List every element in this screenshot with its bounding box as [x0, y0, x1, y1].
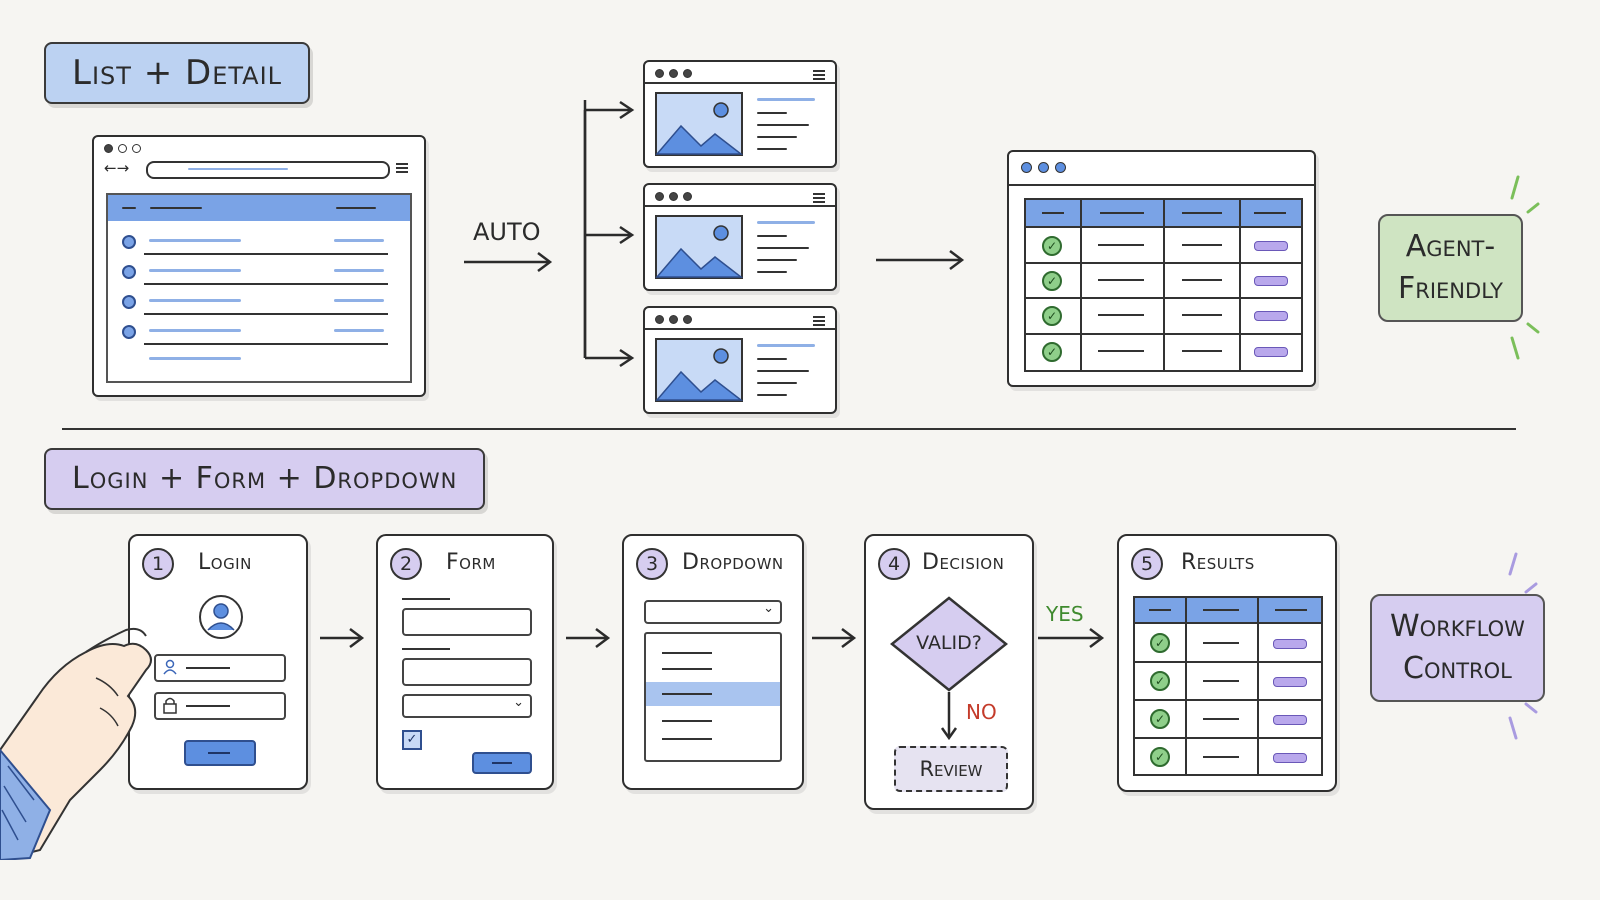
- menu-icon: [396, 163, 408, 165]
- check-icon: ✓: [1042, 271, 1062, 291]
- image-placeholder-icon: [655, 92, 743, 156]
- check-icon: ✓: [1150, 671, 1170, 691]
- user-avatar-icon: [199, 595, 243, 639]
- auto-arrow: [464, 252, 553, 272]
- step-card-login: 1 Login: [128, 534, 308, 790]
- workflow-control-badge: Workflow Control: [1370, 594, 1545, 702]
- decision-question: VALID?: [916, 632, 982, 654]
- dropdown-options-list: [644, 632, 782, 762]
- step-number: 5: [1131, 548, 1163, 580]
- submit-button[interactable]: [472, 752, 532, 774]
- step-card-form: 2 Form ⌄ ✓: [376, 534, 554, 790]
- list-item: [122, 295, 136, 309]
- check-icon: ✓: [1150, 633, 1170, 653]
- no-arrow: [940, 692, 958, 741]
- list-browser-window: ←→: [92, 135, 426, 397]
- flow-arrow: [812, 628, 857, 648]
- dropdown-select[interactable]: ⌄: [644, 600, 782, 624]
- step-title: Login: [198, 550, 252, 575]
- section-heading-list-detail: List + Detail: [44, 42, 311, 104]
- step-card-decision: 4 Decision VALID? NO Review: [864, 534, 1034, 810]
- password-field[interactable]: [154, 692, 286, 720]
- branch-arrows: [583, 100, 635, 368]
- menu-icon: [813, 70, 825, 72]
- to-table-arrow: [876, 250, 965, 270]
- image-placeholder-icon: [655, 215, 743, 279]
- window-controls: [104, 144, 141, 153]
- form-text-field[interactable]: [402, 608, 532, 636]
- results-table: ✓ ✓ ✓ ✓: [1024, 198, 1303, 372]
- user-icon: [163, 659, 177, 675]
- lock-icon: [163, 697, 177, 714]
- list-item: [122, 235, 136, 249]
- form-select[interactable]: ⌄: [402, 694, 532, 718]
- step-number: 4: [878, 548, 910, 580]
- check-icon: ✓: [1042, 306, 1062, 326]
- menu-icon: [813, 316, 825, 318]
- back-forward-icon: ←→: [104, 159, 130, 177]
- no-label: NO: [966, 700, 997, 724]
- step-title: Form: [446, 550, 496, 575]
- step-title: Dropdown: [682, 550, 784, 575]
- sparkle-icon: [1510, 175, 1540, 360]
- check-icon: ✓: [1042, 342, 1062, 362]
- decision-diamond: [890, 596, 1008, 692]
- list-item: [122, 325, 136, 339]
- table-window: ✓ ✓ ✓ ✓: [1007, 150, 1316, 387]
- review-label: Review: [919, 757, 983, 781]
- check-icon: ✓: [1150, 747, 1170, 767]
- section-divider: [62, 428, 1516, 430]
- login-button[interactable]: [184, 740, 256, 766]
- chevron-down-icon: ⌄: [763, 601, 774, 616]
- step-title: Results: [1181, 550, 1255, 575]
- username-field[interactable]: [154, 654, 286, 682]
- address-bar: [146, 161, 390, 179]
- list-header-bar: [108, 195, 410, 221]
- list-item: [122, 265, 136, 279]
- step-card-dropdown: 3 Dropdown ⌄: [622, 534, 804, 790]
- step-number: 1: [142, 548, 174, 580]
- detail-window-3: [643, 306, 837, 414]
- chevron-down-icon: ⌄: [513, 695, 524, 710]
- auto-label: AUTO: [473, 218, 541, 246]
- detail-window-1: [643, 60, 837, 168]
- checkbox[interactable]: ✓: [402, 730, 422, 750]
- step-card-results: 5 Results ✓ ✓ ✓ ✓: [1117, 534, 1337, 792]
- flow-arrow: [566, 628, 611, 648]
- step-title: Decision: [922, 550, 1005, 575]
- agent-friendly-badge: Agent- Friendly: [1378, 214, 1523, 322]
- section-heading-login-form-dropdown: Login + Form + Dropdown: [44, 448, 486, 510]
- form-text-field[interactable]: [402, 658, 532, 686]
- results-table: ✓ ✓ ✓ ✓: [1133, 596, 1323, 776]
- menu-icon: [813, 193, 825, 195]
- check-icon: ✓: [1150, 709, 1170, 729]
- list-panel: [106, 193, 412, 383]
- step-number: 2: [390, 548, 422, 580]
- review-box: Review: [894, 746, 1008, 792]
- check-icon: ✓: [1042, 236, 1062, 256]
- yes-label: YES: [1046, 602, 1084, 626]
- step-number: 3: [636, 548, 668, 580]
- sparkle-icon: [1508, 552, 1538, 740]
- yes-arrow: [1038, 628, 1105, 648]
- hand-illustration: [0, 627, 152, 860]
- image-placeholder-icon: [655, 338, 743, 402]
- dropdown-option-selected[interactable]: [646, 682, 780, 706]
- flow-arrow: [320, 628, 365, 648]
- detail-window-2: [643, 183, 837, 291]
